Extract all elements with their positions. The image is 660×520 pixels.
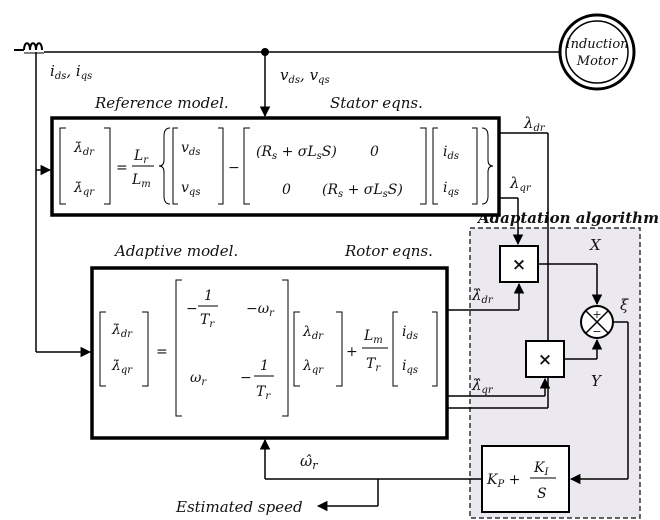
adaptive-model-label: Adaptive model.: [113, 242, 238, 260]
reference-model-box: λ̇dr λ̇qr = Lr Lm vds vqs − (Rs + σLsS) …: [50, 116, 501, 217]
lambda-dr-label: λdr: [523, 114, 546, 134]
reference-model-label: Reference model.: [94, 94, 229, 112]
svg-text:KP +: KP +: [486, 472, 520, 490]
svg-text:S: S: [537, 486, 547, 502]
current-sensor-icon: [14, 42, 44, 54]
multiplier-top: ×: [499, 245, 539, 283]
y-label: Y: [591, 372, 603, 390]
stator-eqns-label: Stator eqns.: [330, 94, 423, 112]
lambda-qr-label: λqr: [509, 174, 532, 194]
svg-text:(Rs + σLsS): (Rs + σLsS): [256, 144, 337, 162]
svg-text:=: =: [156, 344, 168, 360]
xi-label: ξ: [620, 296, 629, 314]
svg-text:−ωr: −ωr: [246, 301, 275, 319]
svg-text:=: =: [116, 160, 128, 176]
summing-junction-icon: + −: [580, 305, 614, 339]
estimated-speed-label: Estimated speed: [175, 498, 303, 516]
motor-label-2: Motor: [576, 54, 618, 69]
motor-label-1: Induction: [564, 37, 628, 52]
svg-text:0: 0: [282, 182, 291, 198]
omega-hat-label: ω̂r: [300, 452, 318, 472]
adaptive-model-box: λ̇dr λ̇qr = − 1 Tr −ωr ωr − 1 Tr λdr λqr…: [90, 266, 449, 440]
svg-text:−: −: [240, 370, 252, 386]
svg-text:+: +: [346, 344, 358, 360]
svg-text:1: 1: [204, 288, 213, 304]
svg-text:−: −: [186, 301, 198, 317]
induction-motor: Induction Motor: [558, 13, 636, 91]
times-icon: ×: [512, 255, 526, 275]
svg-text:−: −: [228, 160, 240, 176]
multiplier-bottom: ×: [525, 340, 565, 378]
rotor-eqns-label: Rotor eqns.: [344, 242, 433, 260]
times-icon: ×: [538, 350, 552, 370]
x-label: X: [589, 236, 602, 254]
svg-text:0: 0: [370, 144, 379, 160]
svg-text:1: 1: [260, 358, 269, 374]
voltage-label: vds, vqs: [280, 66, 330, 86]
adaptation-algorithm-label: Adaptation algorithm: [476, 209, 659, 227]
current-label: ids, iqs: [50, 62, 92, 82]
pi-controller-box: KP + KI S: [481, 445, 570, 513]
minus-sign: −: [592, 325, 601, 338]
plus-sign: +: [592, 308, 601, 321]
svg-text:(Rs + σLsS): (Rs + σLsS): [322, 182, 403, 200]
